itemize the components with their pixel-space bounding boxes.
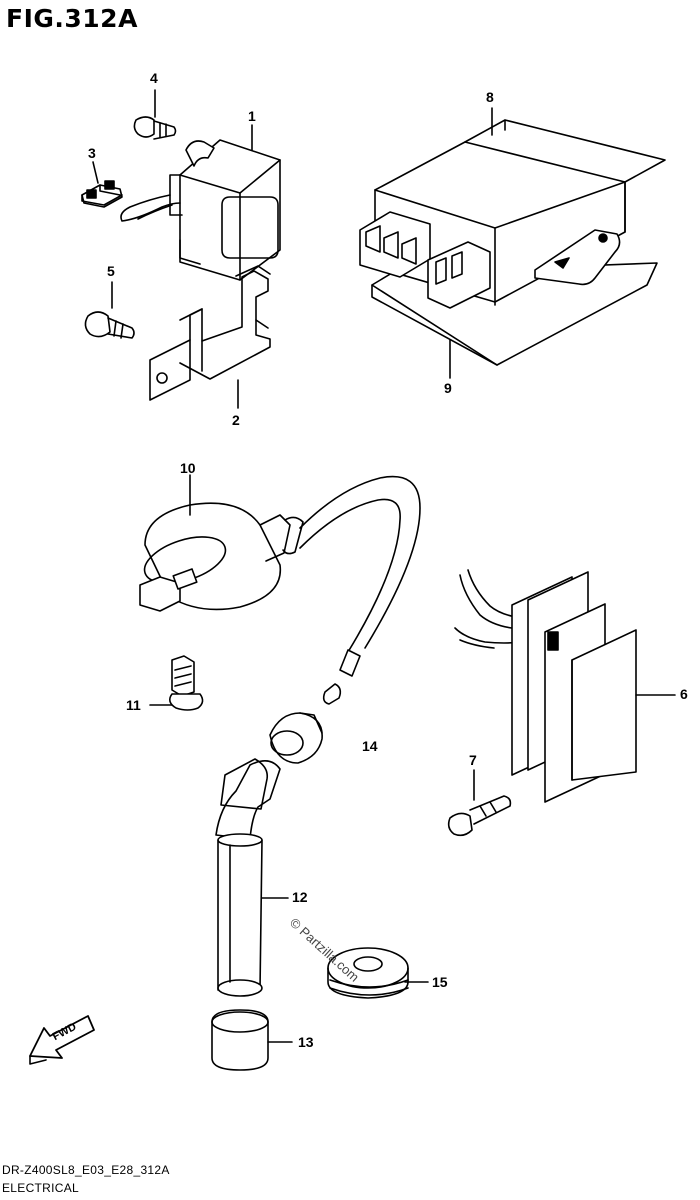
callout-14: 14	[362, 738, 378, 754]
fwd-arrow-icon	[29, 1015, 95, 1065]
part-3-clip[interactable]	[81, 180, 123, 208]
callout-8: 8	[486, 89, 494, 105]
figure-title: FIG.312A	[6, 4, 138, 33]
callout-10: 10	[180, 460, 196, 476]
callout-7: 7	[469, 752, 477, 768]
part-14-plug-cap[interactable]	[215, 683, 342, 840]
callout-6: 6	[680, 686, 688, 702]
callout-9: 9	[444, 380, 452, 396]
part-4-bolt[interactable]	[133, 116, 177, 140]
callout-5: 5	[107, 263, 115, 279]
part-5-bolt[interactable]	[84, 311, 135, 339]
leader-3	[92, 161, 99, 184]
callout-2: 2	[232, 412, 240, 428]
part-12-cord[interactable]	[217, 758, 269, 997]
callout-13: 13	[298, 1034, 314, 1050]
part-13-sleeve[interactable]	[211, 1009, 269, 1071]
part-6-regulator[interactable]	[454, 569, 637, 803]
callout-4: 4	[150, 70, 158, 86]
section-name: ELECTRICAL	[2, 1181, 80, 1195]
part-8-ecu[interactable]	[359, 119, 666, 309]
callout-3: 3	[88, 145, 96, 161]
part-1-relay[interactable]	[120, 139, 281, 281]
part-10-ignition-coil[interactable]	[139, 475, 421, 677]
part-11-bolt[interactable]	[168, 655, 204, 711]
part-2-bracket[interactable]	[149, 265, 271, 401]
part-15-grommet[interactable]	[327, 947, 409, 999]
callout-1: 1	[248, 108, 256, 124]
callout-12: 12	[292, 889, 308, 905]
part-7-bolt[interactable]	[447, 795, 512, 837]
diagram-code: DR-Z400SL8_E03_E28_312A	[2, 1163, 170, 1177]
callout-15: 15	[432, 974, 448, 990]
callout-11: 11	[126, 697, 141, 713]
